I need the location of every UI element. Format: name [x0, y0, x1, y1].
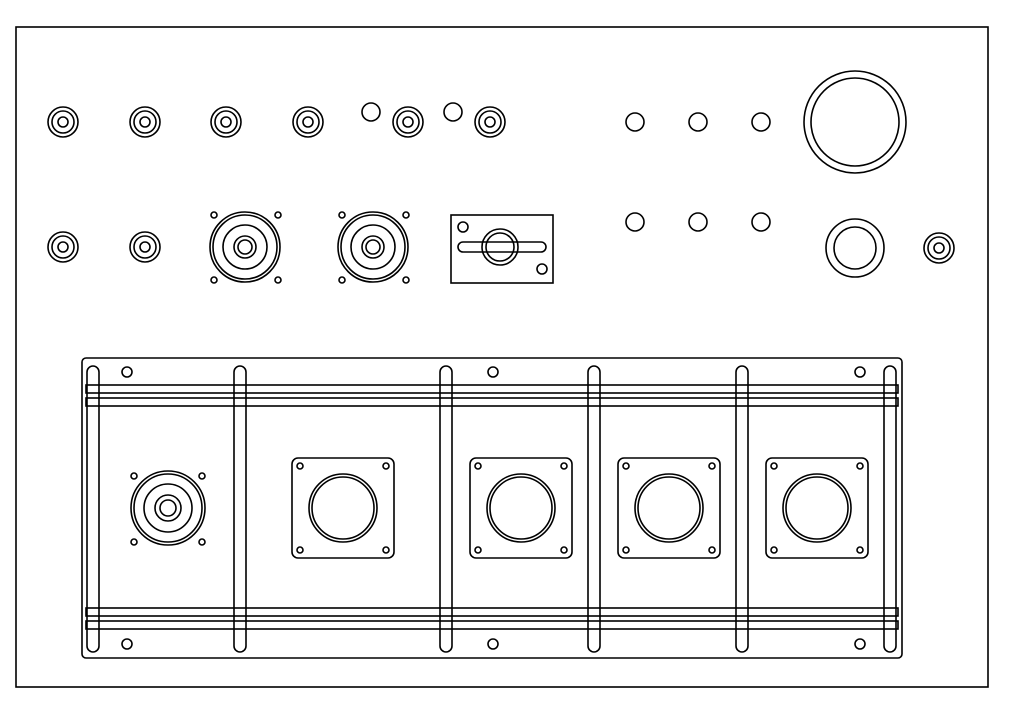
panel-outline — [15, 26, 989, 688]
medium-round-opening — [825, 218, 885, 278]
flange-opening — [617, 457, 721, 559]
bottom-rail — [85, 607, 899, 617]
top-rail — [85, 384, 899, 394]
small-connector — [129, 106, 161, 138]
rotary-switch — [450, 214, 554, 284]
vertical-post — [587, 365, 601, 653]
small-connector — [47, 231, 79, 263]
vertical-post — [233, 365, 247, 653]
flange-opening — [291, 457, 395, 559]
frame-mounting-hole — [121, 638, 133, 650]
small-connector — [923, 232, 955, 264]
row2-connectors — [47, 211, 955, 284]
indicator-hole — [688, 212, 708, 232]
frame-mounting-hole — [121, 366, 133, 378]
vertical-post — [735, 365, 749, 653]
flange-opening — [469, 457, 573, 559]
large-round-opening — [803, 70, 907, 174]
mounting-hole — [443, 102, 463, 122]
small-connector — [292, 106, 324, 138]
frame-mounting-hole — [487, 638, 499, 650]
indicator-hole — [625, 212, 645, 232]
small-connector — [129, 231, 161, 263]
indicator-hole — [688, 112, 708, 132]
small-connector — [392, 106, 424, 138]
frame-mounting-hole — [487, 366, 499, 378]
frame-mounting-hole — [854, 638, 866, 650]
indicator-hole — [751, 212, 771, 232]
frame-mounting-hole — [854, 366, 866, 378]
vertical-post — [883, 365, 897, 653]
large-terminal — [337, 211, 410, 284]
vertical-post — [86, 365, 100, 653]
frame-outline — [81, 357, 903, 659]
mounting-hole — [361, 102, 381, 122]
small-connector — [47, 106, 79, 138]
large-terminal — [130, 470, 206, 546]
small-connector — [210, 106, 242, 138]
bottom-rail — [85, 620, 899, 630]
vertical-post — [439, 365, 453, 653]
indicator-hole — [751, 112, 771, 132]
large-terminal — [209, 211, 282, 284]
indicator-hole — [625, 112, 645, 132]
small-connector — [474, 106, 506, 138]
top-rail — [85, 397, 899, 407]
indicator-holes — [625, 112, 771, 232]
flange-opening — [765, 457, 869, 559]
lower-frame-assembly — [81, 357, 903, 659]
row1-connectors — [47, 102, 506, 138]
